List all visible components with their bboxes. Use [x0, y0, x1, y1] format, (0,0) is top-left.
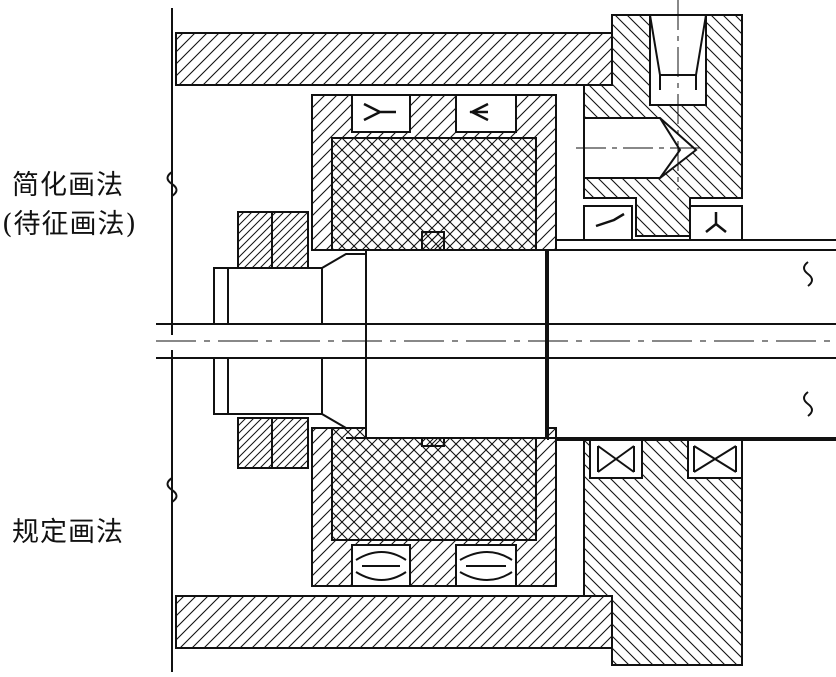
rod-inner [365, 249, 547, 439]
o-ring-top [421, 231, 445, 251]
bolt-head-bottom [213, 357, 323, 415]
label-simplified-method: 简化画法 [12, 170, 124, 201]
label-simplified-alt-method: (待征画法) [2, 209, 138, 240]
break-mark-lower [166, 477, 178, 503]
seal-groove-left-top [351, 94, 411, 133]
housing-bar-bottom [175, 595, 613, 649]
washer-bottom [321, 357, 367, 429]
break-mark-upper [166, 171, 178, 197]
seal-groove-right-top [455, 94, 517, 133]
washer-top [321, 253, 367, 325]
label-standard-method: 规定画法 [12, 517, 124, 548]
housing-bar-top [175, 32, 613, 86]
bolt-head-top [213, 267, 323, 325]
